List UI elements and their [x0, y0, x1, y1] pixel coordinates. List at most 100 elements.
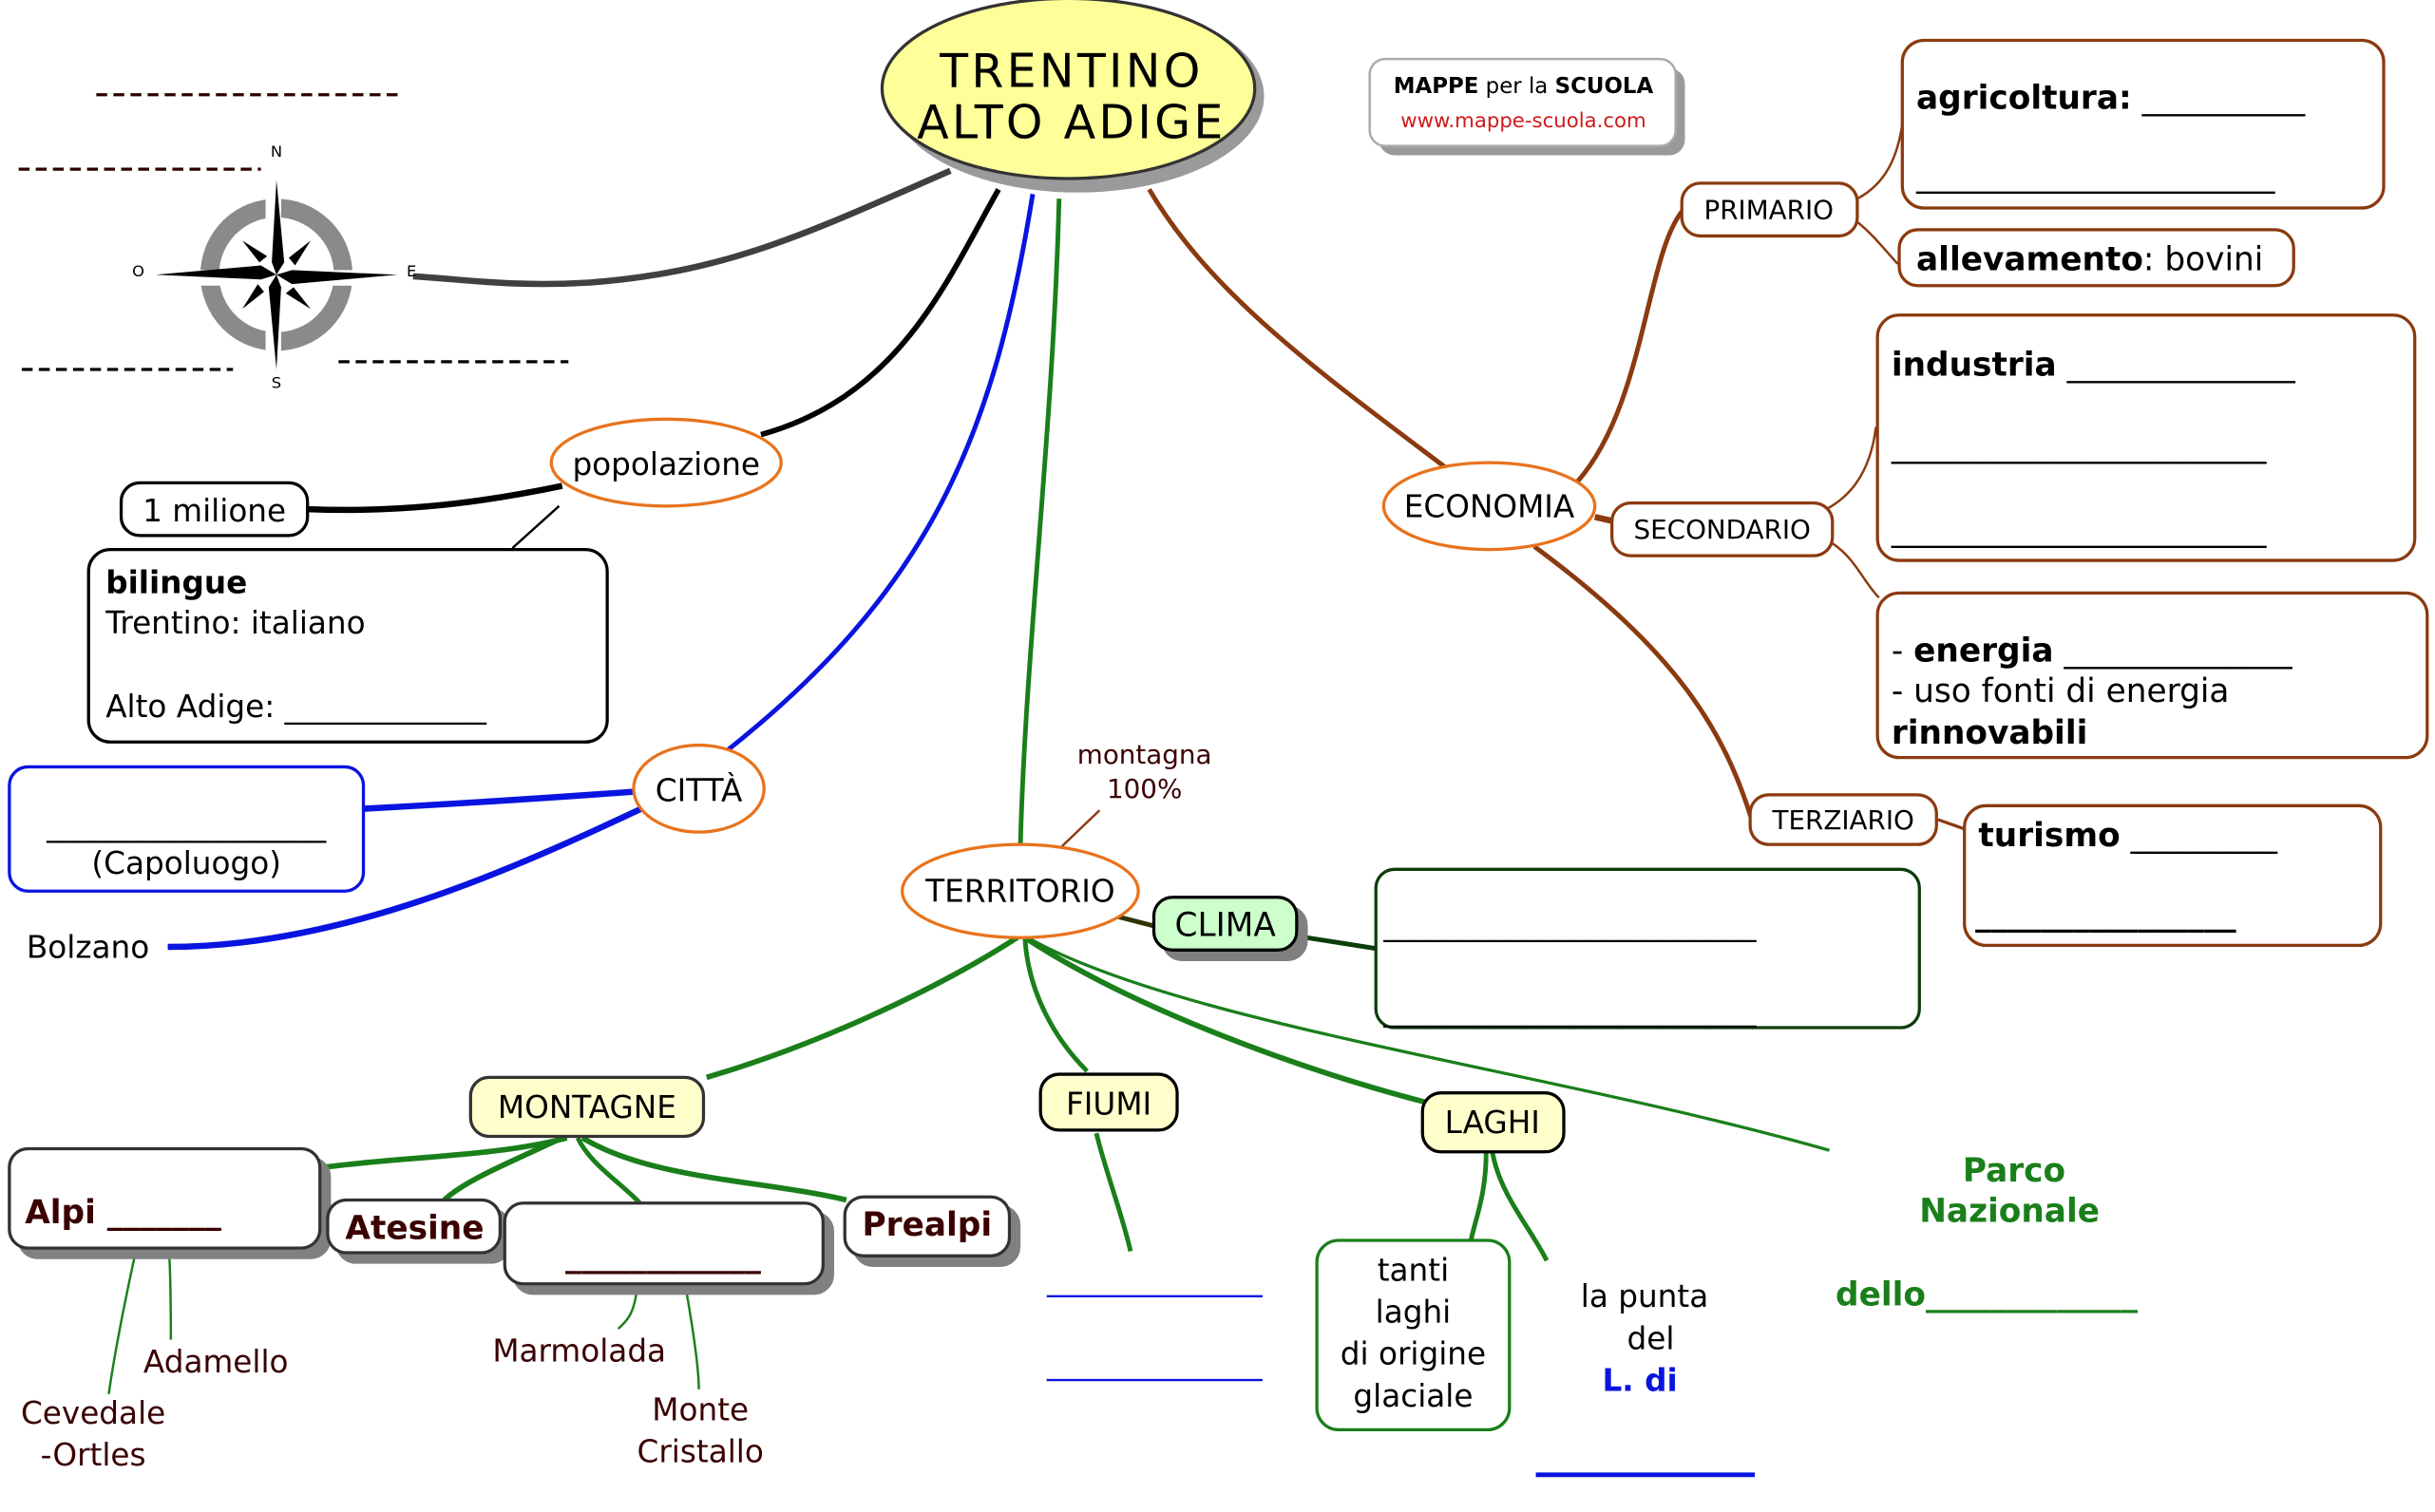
- clima-box[interactable]: ________________________ _______________…: [1374, 867, 1921, 1030]
- svg-text:________________: ________________: [1975, 896, 2236, 934]
- connector-laghi-glaciali: [1468, 1151, 1489, 1243]
- industria-box[interactable]: industria ______________ _______________…: [1875, 313, 2417, 562]
- connector-popolazione-bilingue: [511, 504, 561, 549]
- connector-primario-agricoltura: [1856, 123, 1904, 200]
- peak-adamello: Adamello: [143, 1344, 289, 1380]
- svg-text:CITTÀ: CITTÀ: [656, 772, 743, 808]
- citta-node[interactable]: CITTÀ: [632, 743, 766, 834]
- connector-montagne-atesine: [442, 1135, 563, 1202]
- capoluogo-box[interactable]: __________________ (Capoluogo): [8, 765, 366, 893]
- compass-rose-icon: N S O E: [132, 142, 416, 392]
- svg-text:di origine: di origine: [1341, 1336, 1486, 1372]
- logo-brand: MAPPE per la SCUOLA: [1394, 74, 1654, 99]
- connector-territorio-fiumi: [1022, 937, 1089, 1073]
- svg-text:- uso fonti di energia: - uso fonti di energia: [1892, 672, 2230, 710]
- svg-text:turismo _________: turismo _________: [1978, 817, 2277, 855]
- connector-title-territorio: [1018, 198, 1062, 851]
- svg-text:allevamento: bovini: allevamento: bovini: [1916, 240, 2263, 278]
- bilingue-box[interactable]: bilingue Trentino: italiano Alto Adige: …: [86, 547, 609, 744]
- glaciali-box[interactable]: tanti laghi di origine glaciale: [1315, 1238, 1512, 1432]
- title-line1: TRENTINO: [939, 44, 1203, 99]
- prealpi-box[interactable]: Prealpi: [843, 1195, 1012, 1257]
- peak-ortles: -Ortles: [41, 1437, 146, 1473]
- svg-text:_______________________: _______________________: [1891, 427, 2267, 465]
- secondario-node[interactable]: SECONDARIO: [1610, 501, 1835, 558]
- connector-territorio-parco: [1027, 936, 1830, 1152]
- svg-text:_______________________: _______________________: [1891, 511, 2267, 549]
- svg-text:(Capoluogo): (Capoluogo): [91, 845, 281, 881]
- energia-box[interactable]: - energia ______________ - uso fonti di …: [1875, 591, 2429, 760]
- peak-cevedale: Cevedale: [21, 1395, 165, 1431]
- svg-text:laghi: laghi: [1376, 1295, 1452, 1331]
- popolazione-node[interactable]: popolazione: [549, 417, 783, 508]
- economia-node[interactable]: ECONOMIA: [1381, 461, 1597, 552]
- montagna-percent: 100%: [1107, 773, 1182, 804]
- dolomiti-box[interactable]: ____________: [503, 1201, 825, 1286]
- svg-text:CLIMA: CLIMA: [1175, 907, 1277, 945]
- parco-line2: Nazionale: [1919, 1192, 2100, 1230]
- connector-montagne-alpi: [322, 1135, 568, 1170]
- punta-line1: la punta: [1581, 1278, 1708, 1314]
- allevamento-box[interactable]: allevamento: bovini: [1897, 228, 2295, 288]
- lago-prefix: L. di: [1602, 1363, 1677, 1399]
- compass-north: N: [271, 142, 282, 161]
- connector-territorio-clima: [1114, 913, 1158, 930]
- primario-node[interactable]: PRIMARIO: [1680, 181, 1859, 238]
- connector-terziario-turismo: [1937, 818, 1966, 831]
- fiumi-node[interactable]: FIUMI: [1038, 1072, 1179, 1132]
- svg-text:- energia ______________: - energia ______________: [1892, 632, 2293, 670]
- connector-title-citta: [720, 193, 1036, 757]
- svg-text:Trentino: italiano: Trentino: italiano: [105, 605, 365, 641]
- laghi-node[interactable]: LAGHI: [1420, 1091, 1566, 1154]
- svg-text:tanti: tanti: [1378, 1252, 1449, 1288]
- agricoltura-label: agricoltura: __________: [1916, 79, 2306, 117]
- compass-blanks: [18, 93, 569, 371]
- milione-node[interactable]: 1 milione: [119, 481, 310, 538]
- svg-text:Alpi _______: Alpi _______: [25, 1194, 222, 1232]
- title-node: TRENTINO ALTO ADIGE: [880, 0, 1265, 193]
- territorio-node[interactable]: TERRITORIO: [901, 842, 1140, 939]
- svg-text:popolazione: popolazione: [572, 446, 760, 482]
- atesine-box[interactable]: Atesine: [326, 1198, 502, 1255]
- clima-node[interactable]: CLIMA: [1151, 896, 1299, 952]
- logo-badge[interactable]: MAPPE per la SCUOLA www.mappe-scuola.com: [1368, 57, 1685, 156]
- agricoltura-box[interactable]: agricoltura: __________ ________________…: [1900, 38, 2386, 210]
- svg-text:SECONDARIO: SECONDARIO: [1634, 514, 1811, 545]
- svg-text:TERRITORIO: TERRITORIO: [924, 874, 1114, 910]
- svg-text:______________________: ______________________: [1915, 157, 2275, 195]
- connector-alpi-adamello: [167, 1254, 173, 1340]
- montagna-label: montagna: [1077, 739, 1212, 770]
- compass-east: E: [407, 262, 416, 280]
- connector-montagne-prealpi: [580, 1135, 847, 1203]
- parco-line1: Parco: [1963, 1152, 2065, 1190]
- connector-clima-box: [1296, 934, 1377, 952]
- montagne-node[interactable]: MONTAGNE: [468, 1075, 706, 1139]
- svg-text:rinnovabili: rinnovabili: [1892, 714, 2087, 752]
- connector-territorio-laghi: [1023, 935, 1427, 1106]
- connector-title-economia: [1147, 188, 1449, 471]
- compass-south: S: [272, 374, 281, 392]
- connector-montagne-dolomiti: [575, 1136, 642, 1205]
- connector-laghi-punta: [1490, 1151, 1550, 1262]
- svg-text:PRIMARIO: PRIMARIO: [1703, 194, 1834, 225]
- svg-text:industria ______________: industria ______________: [1892, 347, 2296, 385]
- terziario-node[interactable]: TERZIARIO: [1748, 793, 1938, 846]
- alpi-box[interactable]: Alpi _______: [8, 1146, 322, 1250]
- svg-text:________________________: ________________________: [1382, 992, 1757, 1028]
- compass-west: O: [132, 262, 144, 280]
- turismo-box[interactable]: turismo _________ ________________: [1963, 803, 2383, 948]
- svg-text:FIUMI: FIUMI: [1066, 1087, 1151, 1123]
- svg-text:Prealpi: Prealpi: [863, 1206, 993, 1244]
- logo-url[interactable]: www.mappe-scuola.com: [1400, 109, 1646, 133]
- connector-territorio-montagna: [1059, 809, 1101, 849]
- svg-text:Alto Adige: _____________: Alto Adige: _____________: [105, 689, 486, 725]
- svg-text:1 milione: 1 milione: [143, 493, 286, 529]
- connector-secondario-industria: [1825, 426, 1877, 511]
- svg-text:________________________: ________________________: [1382, 906, 1757, 942]
- svg-text:MONTAGNE: MONTAGNE: [498, 1089, 676, 1125]
- title-line2: ALTO ADIGE: [917, 94, 1227, 149]
- svg-text:____________: ____________: [565, 1238, 762, 1276]
- connector-citta-capoluogo: [363, 788, 635, 812]
- connector-title-compass: [412, 167, 952, 288]
